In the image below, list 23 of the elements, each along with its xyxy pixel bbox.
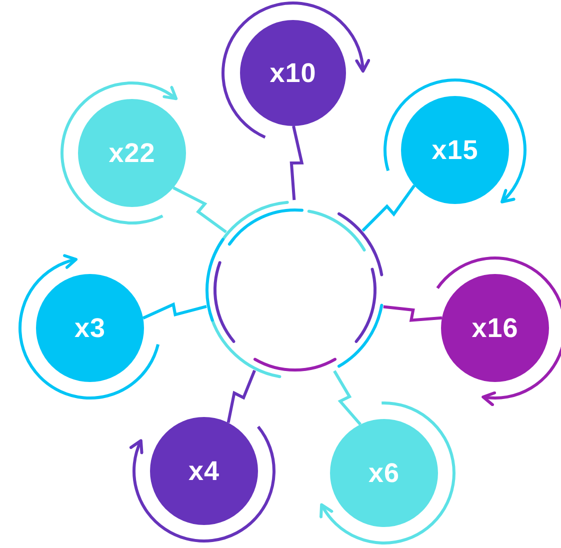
loop-arrow <box>130 426 276 542</box>
loop-arrow <box>222 2 370 139</box>
multiplier-label: x16 <box>472 312 518 344</box>
loop-arrow <box>320 402 456 544</box>
multiplier-label: x3 <box>74 312 106 344</box>
loop-arrow <box>18 254 160 400</box>
loop-arrow <box>436 256 561 406</box>
connector-line <box>383 305 442 322</box>
connector-line <box>142 302 207 320</box>
connector-line <box>290 126 304 200</box>
connector-line <box>226 370 256 424</box>
multiplier-label: x4 <box>188 456 220 486</box>
loop-arrow <box>384 78 526 204</box>
connector-line <box>333 370 362 426</box>
circle-badge <box>330 419 438 527</box>
connector-line <box>172 186 227 234</box>
multiplier-label: x10 <box>270 58 316 88</box>
multiplier-label: x15 <box>432 134 478 166</box>
multiplier-label: x22 <box>108 138 156 168</box>
connector-line <box>362 184 416 232</box>
multiplier-label: x6 <box>368 458 400 488</box>
loop-arrow <box>60 82 178 224</box>
circle-badge <box>401 96 509 204</box>
